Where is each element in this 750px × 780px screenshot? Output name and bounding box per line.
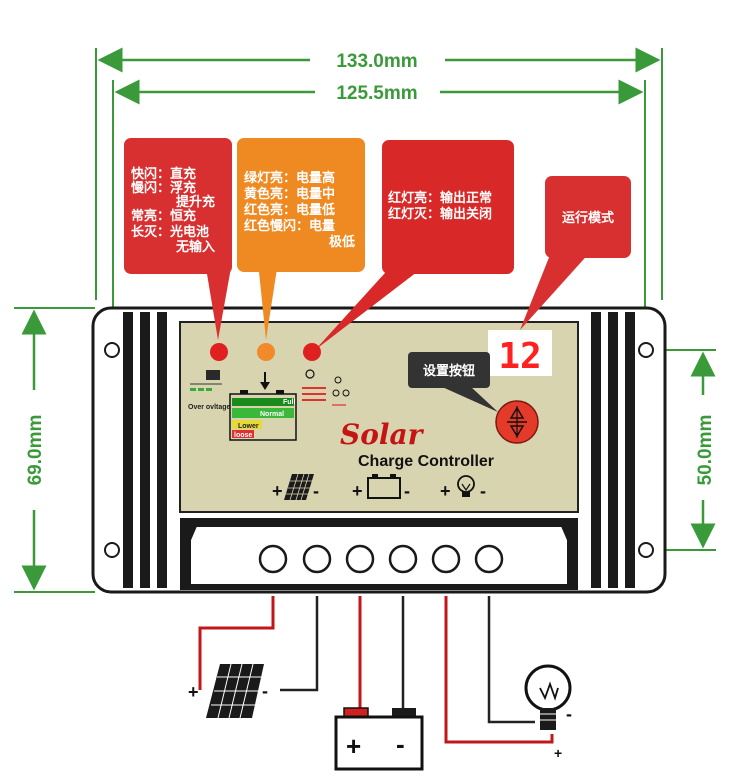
terminal-3 <box>345 544 375 574</box>
ext-bulb-minus: - <box>566 704 572 724</box>
terminal-2 <box>302 544 332 574</box>
outer-width-label: 133.0mm <box>336 51 417 72</box>
bulb-icon <box>457 475 475 497</box>
solar-led-line-3: 提升充 <box>176 194 215 210</box>
load-positive-wire <box>444 596 554 744</box>
dimension-outer-width: 133.0mm <box>95 47 663 300</box>
height-label: 69.0mm <box>25 415 46 486</box>
callout-solar-led: 快闪：直充 慢闪：浮充 提升充 常亮：恒充 长灭：光电池 无输入 <box>124 138 232 340</box>
callout-battery-led: 绿灯亮：电量高 黄色亮：电量中 红色亮：电量低 红色慢闪：电量 极低 <box>237 138 365 340</box>
battery-led-line-3: 红色亮：电量低 <box>244 202 335 218</box>
over-voltage-label: Over ovltage <box>188 404 231 411</box>
mini-battery-icon <box>229 393 297 441</box>
ext-bulb-plus: + <box>554 745 562 761</box>
wiring <box>198 596 554 744</box>
load-plus-sign: + <box>440 481 451 501</box>
terminal-4 <box>388 544 418 574</box>
battery-led-line-5: 极低 <box>329 234 355 250</box>
solar-led-line-2: 慢闪：浮充 <box>131 180 196 196</box>
battery-minus-sign: - <box>404 481 410 501</box>
callout-load-led: 红灯亮：输出正常 红灯灭：输出关闭 <box>315 140 514 350</box>
solar-led <box>210 343 228 361</box>
battery-led-line-2: 黄色亮：电量中 <box>244 186 335 202</box>
terminal-labels: + - + - + - <box>272 473 486 501</box>
battery-icon <box>367 474 401 499</box>
external-battery-icon: + - <box>334 707 424 771</box>
solar-positive-wire <box>198 596 275 690</box>
solar-led-line-5: 长灭：光电池 <box>131 224 209 240</box>
solar-minus-sign: - <box>313 481 319 501</box>
battery-plus-sign: + <box>352 481 363 501</box>
mount-hole-top-left <box>104 342 120 358</box>
solar-led-line-6: 无输入 <box>175 239 215 255</box>
load-led-line-2: 红灯灭：输出关闭 <box>388 206 492 222</box>
solar-led-line-4: 常亮：恒充 <box>131 208 196 224</box>
mount-hole-bottom-left <box>104 542 120 558</box>
terminal-1 <box>258 544 288 574</box>
mount-hole-top-right <box>638 342 654 358</box>
loose-label: loose <box>234 432 252 439</box>
ext-solar-plus: + <box>188 682 199 702</box>
mount-hole-bottom-right <box>638 542 654 558</box>
load-negative-wire <box>487 596 535 724</box>
solar-plus-sign: + <box>272 481 283 501</box>
callout-set-button: 设置按钮 <box>408 352 498 412</box>
terminal-block <box>180 518 578 590</box>
set-button-label: 设置按钮 <box>423 363 475 379</box>
battery-led-line-4: 红色慢闪：电量 <box>244 218 335 234</box>
solar-led-line-1: 快闪：直充 <box>131 166 196 182</box>
load-led <box>303 343 321 361</box>
dimension-inner-width: 125.5mm <box>112 79 646 340</box>
battery-led <box>257 343 275 361</box>
battery-led-line-1: 绿灯亮：电量高 <box>244 170 335 186</box>
ext-solar-minus: - <box>262 681 268 701</box>
external-solar-panel-icon: + - <box>188 663 268 719</box>
solar-panel-icon <box>284 473 314 501</box>
brand-logo: Solar <box>340 418 425 451</box>
lower-label: Lower <box>238 423 259 430</box>
hole-spacing-label: 50.0mm <box>695 415 716 486</box>
set-button[interactable] <box>495 400 539 444</box>
terminal-6 <box>474 544 504 574</box>
solar-negative-wire <box>280 596 319 692</box>
mini-solar-icon <box>206 370 220 380</box>
load-minus-sign: - <box>480 481 486 501</box>
terminal-5 <box>431 544 461 574</box>
inner-width-label: 125.5mm <box>336 83 417 104</box>
ext-battery-minus: - <box>396 729 405 759</box>
indicator-legend: Over ovltage Full Normal Lower loose <box>188 369 350 441</box>
led-display <box>488 330 552 376</box>
panel-subtitle: Charge Controller <box>358 453 494 470</box>
dimension-height: 69.0mm <box>14 307 95 593</box>
callout-run-mode: 运行模式 <box>520 176 631 330</box>
run-mode-label: 运行模式 <box>562 210 614 226</box>
load-led-line-1: 红灯亮：输出正常 <box>388 190 492 206</box>
display-value: 12 <box>498 336 541 377</box>
normal-label: Normal <box>260 411 284 418</box>
ext-battery-plus: + <box>346 731 361 761</box>
external-bulb-icon: - + <box>524 664 572 761</box>
full-label: Full <box>283 399 295 406</box>
